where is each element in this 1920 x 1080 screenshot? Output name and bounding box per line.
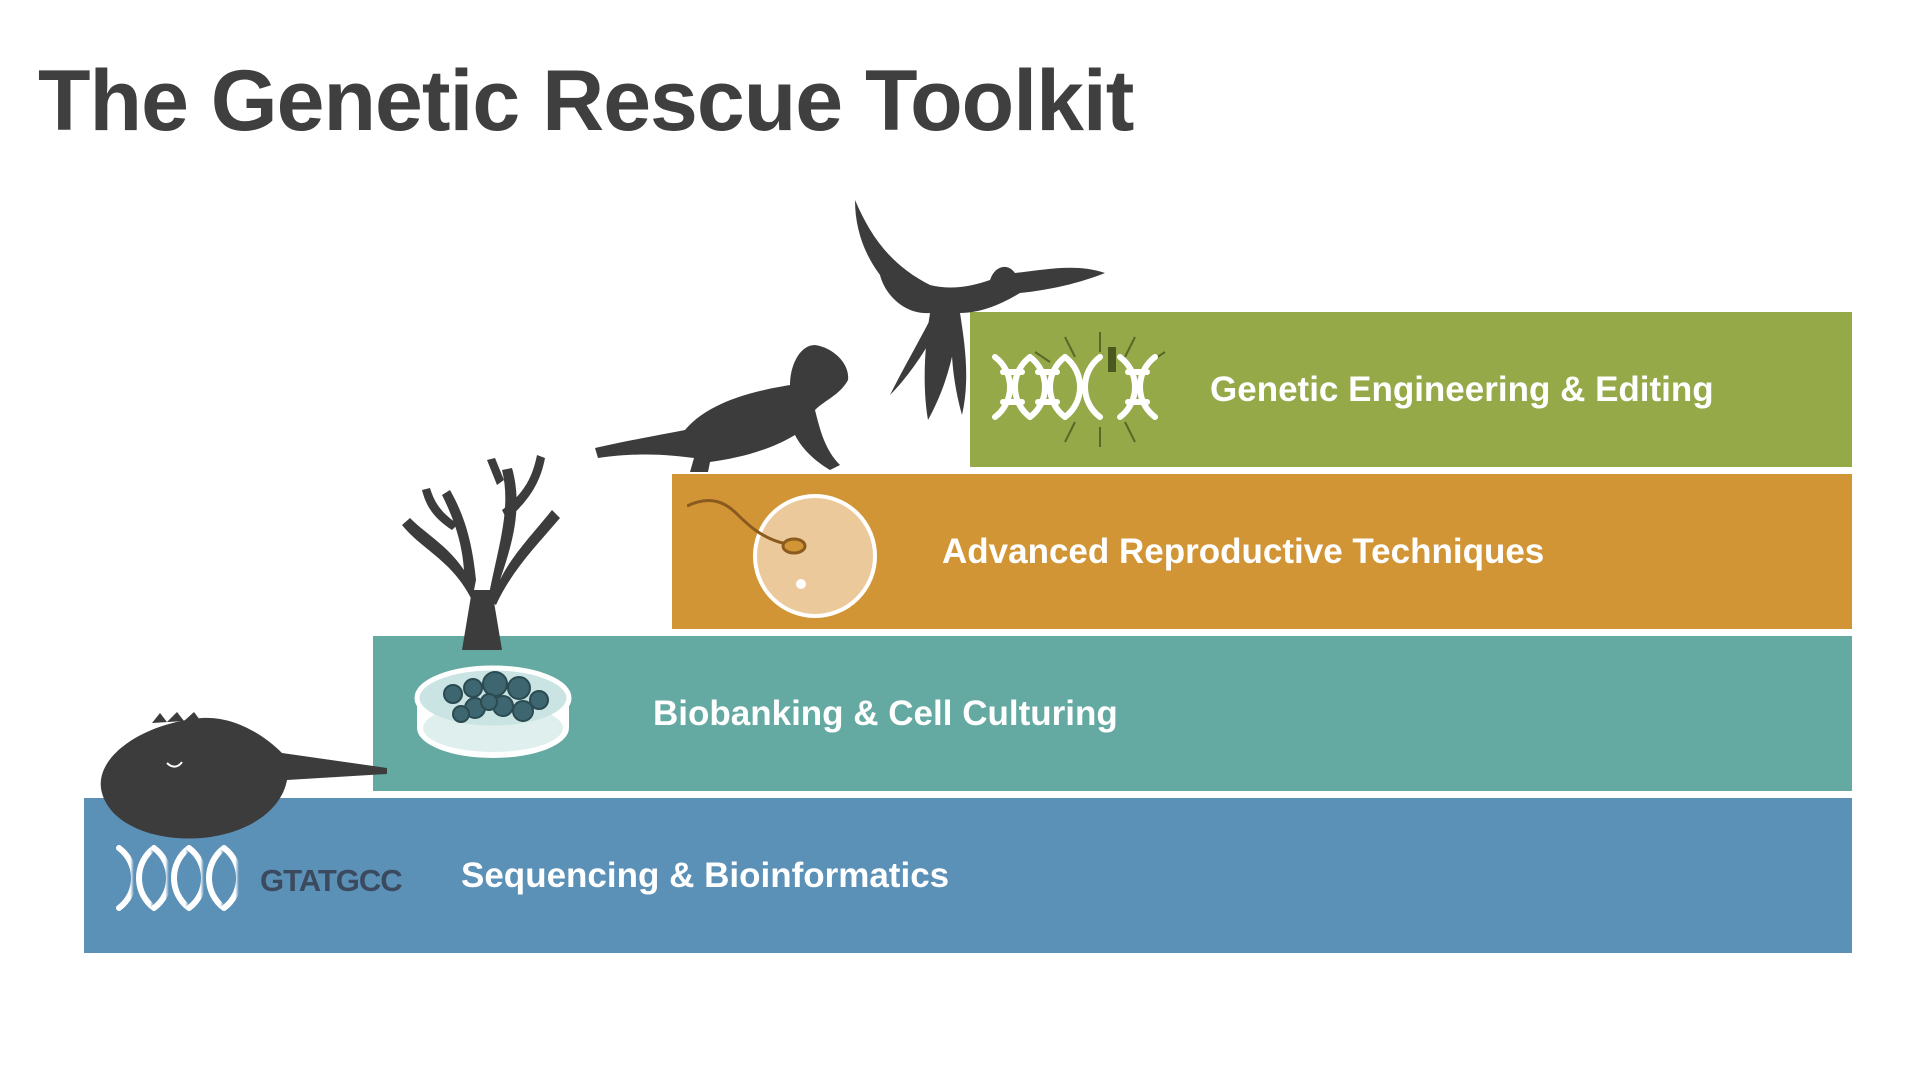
horseshoe-crab-icon (82, 708, 392, 843)
step-label-sequencing: Sequencing & Bioinformatics (461, 855, 950, 895)
step-engineering: Genetic Engineering & Editing (970, 312, 1852, 467)
step-label-reproductive: Advanced Reproductive Techniques (942, 531, 1545, 571)
step-sequencing: GTATGCC Sequencing & Bioinformatics (84, 798, 1852, 953)
step-label-engineering: Genetic Engineering & Editing (1210, 369, 1714, 409)
bird-icon (850, 195, 1110, 425)
petri-dish-icon (413, 656, 573, 766)
step-label-biobanking: Biobanking & Cell Culturing (653, 693, 1118, 733)
dna-sequence-icon: GTATGCC (114, 843, 414, 913)
dna-editing-icon (990, 317, 1180, 462)
ferret-icon (590, 340, 865, 475)
step-biobanking: Biobanking & Cell Culturing (373, 636, 1852, 791)
coral-icon (392, 440, 572, 650)
sequence-text: GTATGCC (260, 863, 403, 898)
sperm-egg-icon (686, 494, 877, 619)
page-title: The Genetic Rescue Toolkit (38, 53, 1134, 149)
step-reproductive: Advanced Reproductive Techniques (672, 474, 1852, 629)
